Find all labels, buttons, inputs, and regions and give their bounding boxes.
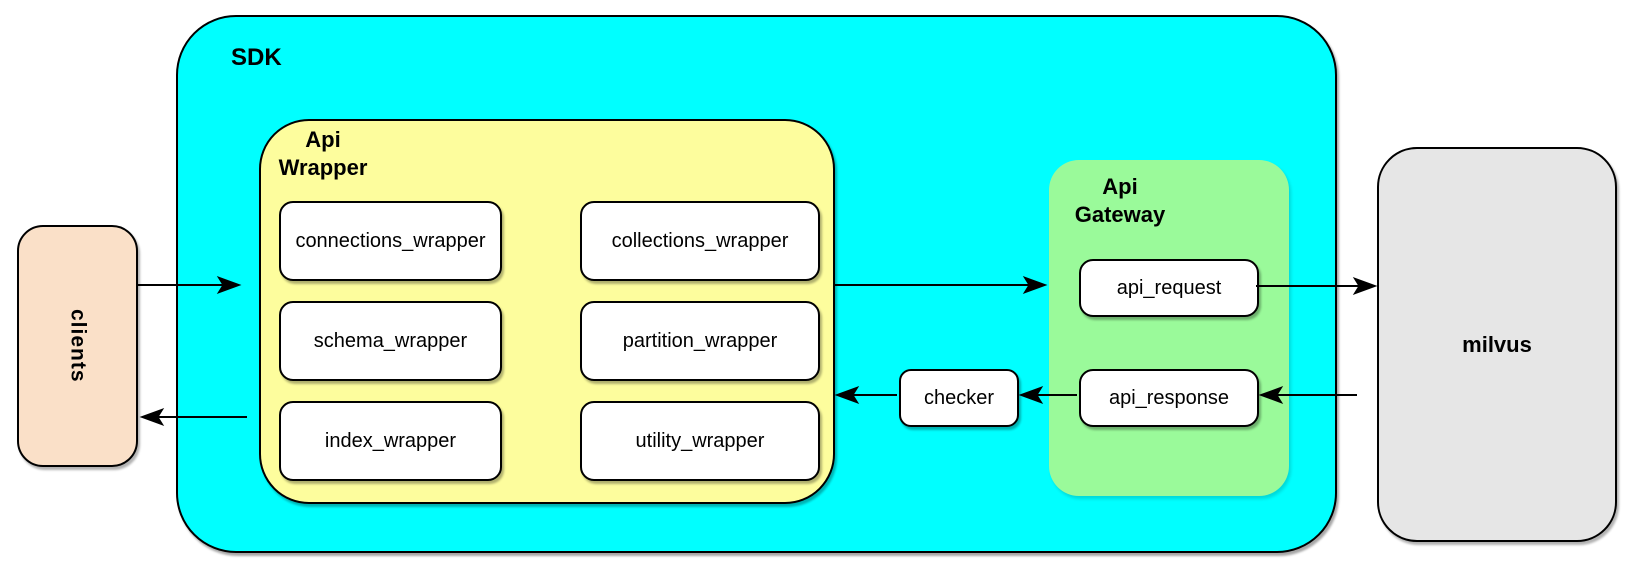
api-wrapper-module-grid: connections_wrapper collections_wrapper … [279,201,820,481]
module-api-response: api_response [1079,369,1259,427]
module-connections-wrapper: connections_wrapper [279,201,502,281]
clients-node: clients [17,225,138,467]
module-index-wrapper: index_wrapper [279,401,502,481]
api-gateway-label: Api Gateway [1074,174,1166,227]
module-api-request: api_request [1079,259,1259,317]
milvus-label: milvus [1462,331,1532,357]
sdk-label: SDK [231,44,282,71]
api-wrapper-label: Api Wrapper [278,127,368,180]
module-utility-wrapper: utility_wrapper [580,401,820,481]
clients-label: clients [66,309,90,383]
api-wrapper-container: Api Wrapper connections_wrapper collecti… [259,119,835,504]
api-gateway-container: Api Gateway api_request api_response [1049,160,1289,496]
module-collections-wrapper: collections_wrapper [580,201,820,281]
milvus-node: milvus [1377,147,1617,542]
sdk-container: SDK Api Wrapper connections_wrapper coll… [176,15,1337,553]
module-schema-wrapper: schema_wrapper [279,301,502,381]
module-partition-wrapper: partition_wrapper [580,301,820,381]
checker-node: checker [899,369,1019,427]
